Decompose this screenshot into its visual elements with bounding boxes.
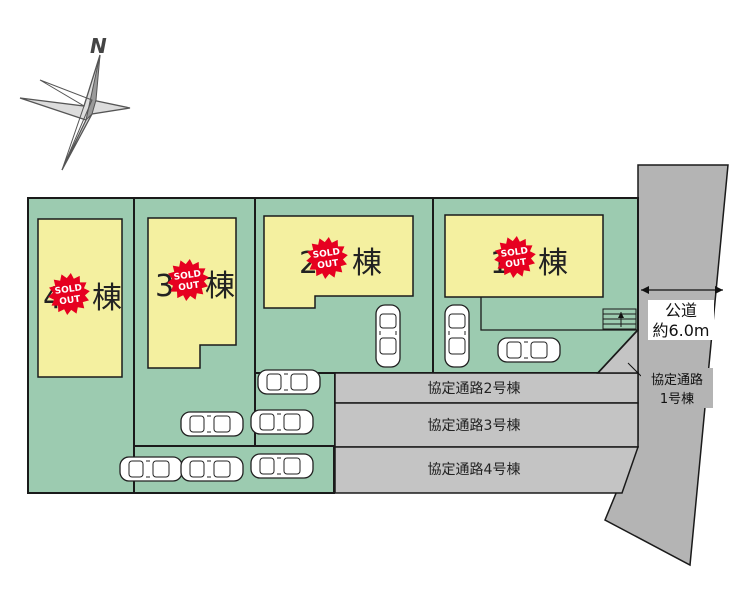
lane-1-label-line1: 協定通路 (651, 372, 703, 388)
lane-1-wedge (596, 328, 639, 374)
badge-3-line1: SOLD (173, 269, 201, 283)
car-icon (497, 337, 561, 363)
badge-1-line1: SOLD (500, 246, 528, 260)
compass-rose: N (19, 34, 131, 171)
lane-3 (334, 402, 639, 448)
lane-3-label: 協定通路3号棟 (428, 418, 521, 434)
car-icon (180, 456, 244, 482)
public-road-label-line2: 約6.0m (652, 321, 709, 340)
public-road-label-line1: 公道 (665, 301, 697, 320)
sold-out-badge-3: SOLD OUT (167, 259, 209, 301)
badge-4-line1: SOLD (54, 283, 82, 297)
north-label: N (90, 34, 107, 58)
car-icon (250, 409, 314, 435)
lane-2 (334, 372, 639, 404)
badge-2-line2: OUT (317, 258, 340, 271)
building-3-number: 3 (155, 269, 174, 304)
car-icon (444, 304, 470, 368)
building-2-name: 棟 (352, 246, 382, 281)
badge-1-line2: OUT (505, 257, 528, 270)
car-icon (250, 453, 314, 479)
building-3-name: 棟 (205, 269, 235, 304)
lane-4-label: 協定通路4号棟 (428, 462, 521, 478)
sold-out-badge-4: SOLD OUT (48, 273, 90, 315)
building-4-name: 棟 (92, 281, 122, 316)
car-icon (180, 411, 244, 437)
badge-2-line1: SOLD (312, 247, 340, 261)
lane-1-label-bg (641, 368, 713, 408)
badge-3-line2: OUT (178, 280, 201, 293)
car-icon (375, 304, 401, 368)
sold-out-badge-2: SOLD OUT (306, 237, 348, 279)
lane-4 (334, 446, 640, 494)
lane-1-label-line2: 1号棟 (660, 392, 694, 407)
car-icon (119, 456, 183, 482)
public-road-label-bg (648, 300, 714, 340)
car-icon (257, 369, 321, 395)
sold-out-badge-1: SOLD OUT (494, 236, 536, 278)
building-1-name: 棟 (538, 246, 568, 281)
compass-star-icon (19, 54, 131, 171)
badge-4-line2: OUT (59, 294, 82, 307)
lane-1-leader (627, 362, 642, 377)
lane-2-label: 協定通路2号棟 (428, 381, 521, 397)
terrace (480, 297, 638, 331)
entry-steps (602, 308, 637, 330)
